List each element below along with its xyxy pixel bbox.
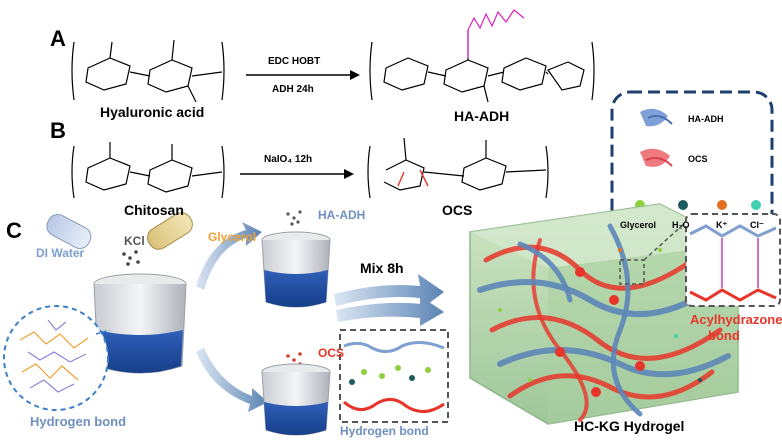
beaker-ha-adh — [261, 231, 331, 308]
ocs-beaker-label: OCS — [318, 346, 345, 360]
legend-glycerol-label: Glycerol — [620, 220, 657, 230]
legend-ocs-label: OCS — [688, 154, 708, 164]
hydrogen-bond-network — [19, 319, 89, 393]
legend-potassium-dot — [717, 200, 727, 210]
chitosan-label: Chitosan — [124, 202, 184, 218]
beaker-ocs — [261, 363, 331, 436]
main-beaker — [93, 273, 187, 374]
ha-adh-structure — [369, 30, 595, 103]
legend-chloride-label: Cl⁻ — [750, 220, 764, 230]
hyaluronic-acid-label: Hyaluronic acid — [100, 104, 205, 120]
hydrogen-bond-inset-dots — [349, 365, 431, 385]
reaction-a-reagents-top: EDC HOBT — [268, 56, 321, 67]
reaction-b-reagents: NaIO₄ 12h — [264, 154, 313, 165]
di-water-tube — [46, 213, 92, 249]
ocs-aldehyde-marks — [397, 169, 429, 187]
legend-water-dot — [678, 200, 688, 210]
ocs-structure — [367, 137, 549, 199]
acylhydrazone-zoom-marker — [619, 259, 645, 285]
hydrogen-bond-label-left: Hydrogen bond — [30, 414, 127, 429]
acylhydrazone-label-line1: Acylhydrazone — [690, 312, 782, 327]
legend-water-label: H₂O — [672, 220, 690, 230]
hydrogen-bond-zoom-circle — [3, 305, 109, 411]
mix-label: Mix 8h — [360, 260, 404, 276]
legend-ha-adh-label: HA-ADH — [688, 114, 724, 124]
zoom-connector — [95, 329, 111, 335]
ocs-label: OCS — [442, 202, 473, 218]
legend-ocs-icon — [640, 148, 673, 167]
legend-chloride-dot — [751, 200, 761, 210]
acylhydrazone-label-line2: bond — [708, 328, 740, 343]
panel-label-a: A — [50, 26, 66, 51]
hydrogen-bond-label-mid: Hydrogen bond — [340, 424, 429, 438]
hyaluronic-acid-structure — [71, 39, 225, 103]
hydrogen-bond-inset — [339, 329, 449, 423]
acylhydrazone-inset-chains — [689, 224, 777, 302]
legend-ha-adh-icon — [640, 108, 673, 127]
reaction-arrow-a — [246, 70, 360, 80]
reaction-a-reagents-bottom: ADH 24h — [272, 84, 314, 95]
glycerol-tube — [147, 212, 193, 250]
ha-adh-beaker-label: HA-ADH — [318, 208, 366, 222]
panel-label-b: B — [50, 118, 66, 143]
glycerol-label: Glycerol — [208, 230, 257, 244]
curved-arrow-up — [196, 222, 262, 290]
panel-label-c: C — [6, 218, 22, 243]
acylhydrazone-inset — [685, 213, 781, 307]
kcl-label: KCl — [124, 234, 145, 248]
ha-adh-particles — [286, 210, 302, 226]
kcl-particles — [122, 250, 140, 266]
di-water-label: DI Water — [36, 246, 85, 260]
mix-arrows — [334, 274, 444, 326]
ha-adh-label: HA-ADH — [454, 108, 510, 124]
hydrogel-label: HC-KG Hydrogel — [574, 418, 685, 434]
chitosan-structure — [71, 142, 225, 199]
reaction-arrow-b — [240, 169, 354, 179]
hydrogen-bond-inset-chains — [343, 341, 445, 413]
hydrogel-crosslink-nodes — [555, 267, 695, 397]
hydrogel-small-particles — [498, 248, 702, 382]
legend-potassium-label: K⁺ — [716, 220, 728, 230]
acylhydrazone-connector — [643, 221, 687, 261]
adh-pendant — [467, 9, 525, 58]
curved-arrow-down — [196, 348, 268, 412]
